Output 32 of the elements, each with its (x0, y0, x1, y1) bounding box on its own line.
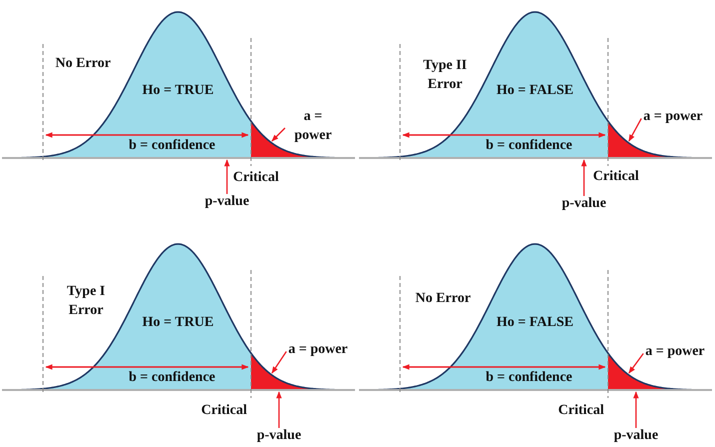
p-value-label: p-value (204, 192, 250, 211)
critical-label: Critical (558, 402, 604, 420)
error-label: No Error (414, 290, 472, 308)
hypothesis-label: Ho = FALSE (496, 314, 574, 332)
confidence-label: b = confidence (128, 369, 216, 387)
confidence-label: b = confidence (128, 137, 216, 155)
p-value-label: p-value (562, 194, 606, 213)
hypothesis-label: Ho = TRUE (142, 82, 214, 100)
arrow (633, 391, 639, 428)
confidence-label: b = confidence (486, 137, 572, 155)
p-value-label: p-value (256, 426, 302, 445)
power-label: a = power (288, 340, 348, 359)
error-label: No Error (54, 55, 112, 73)
hypothesis-label: Ho = FALSE (496, 82, 574, 100)
confidence-label: b = confidence (486, 369, 572, 387)
arrow (271, 351, 287, 374)
power-label: a = power (645, 342, 705, 361)
power-label: a = power (287, 107, 339, 145)
power-label: a = power (643, 107, 703, 126)
critical-label: Critical (201, 402, 247, 420)
error-label: Type I Error (66, 283, 106, 320)
critical-label: Critical (233, 169, 279, 187)
error-label: Type II Error (422, 57, 468, 94)
arrow (628, 353, 644, 374)
hypothesis-label: Ho = TRUE (142, 314, 214, 332)
arrow (224, 159, 230, 194)
arrow (276, 391, 282, 428)
arrow (581, 159, 587, 196)
critical-label: Critical (593, 168, 639, 186)
p-value-label: p-value (614, 426, 658, 445)
arrow (628, 118, 642, 142)
arrow (272, 128, 286, 142)
